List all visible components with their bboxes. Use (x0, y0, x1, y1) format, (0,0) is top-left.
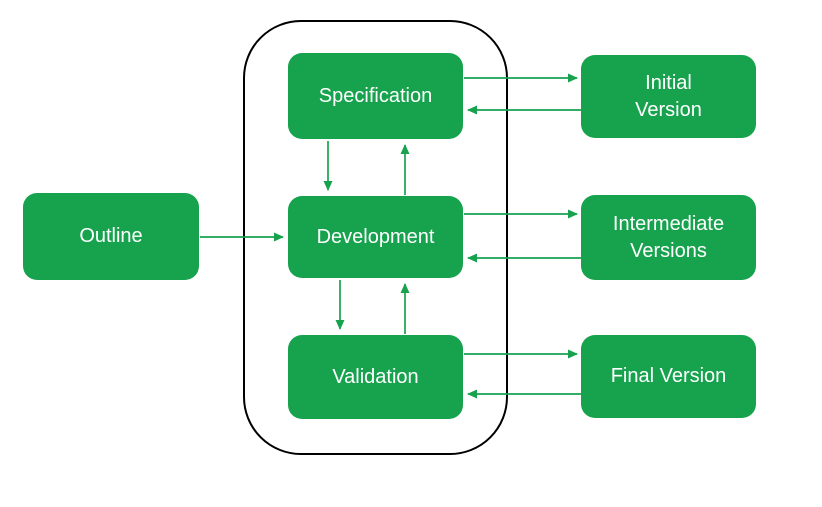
node-outline-label: Outline (79, 225, 143, 247)
node-specification: Specification (288, 53, 463, 139)
node-intermediate-versions: Intermediate Versions (581, 195, 756, 280)
node-intermediate-versions-label: Intermediate Versions (612, 212, 725, 262)
node-final-version-label: Final Version (610, 365, 727, 387)
node-specification-label: Specification (318, 84, 433, 107)
node-initial-version: Initial Version (581, 55, 756, 138)
node-validation-label: Validation (332, 365, 419, 388)
node-development: Development (288, 196, 463, 278)
node-development-label: Development (316, 225, 435, 248)
node-initial-version-label: Initial Version (635, 71, 702, 121)
node-validation: Validation (288, 335, 463, 419)
node-final-version: Final Version (581, 335, 756, 418)
node-outline: Outline (23, 193, 199, 280)
